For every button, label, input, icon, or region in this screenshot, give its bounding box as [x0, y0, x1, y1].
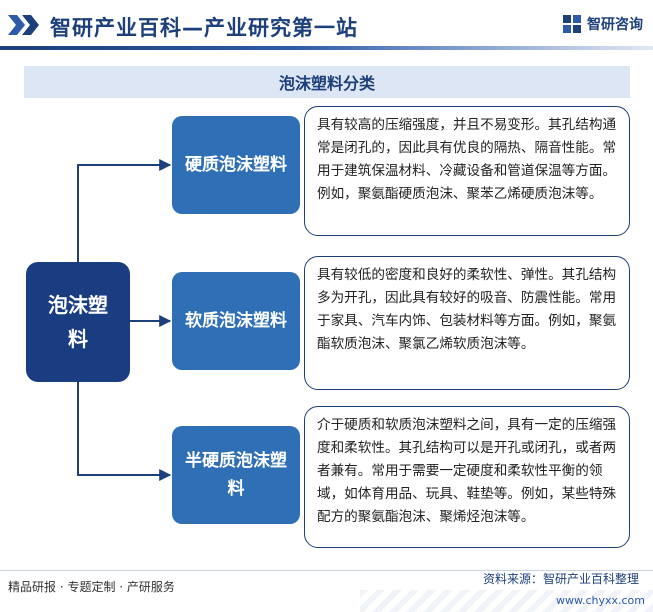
branch-description-semirigid: 介于硬质和软质泡沫塑料之间，具有一定的压缩强度和柔软性。其孔结构可以是开孔或闭孔… [304, 406, 630, 548]
brand-logo-text: 智研咨询 [587, 17, 643, 33]
branch-label: 半硬质泡沫塑料 [185, 451, 287, 499]
footer-services: 精品研报 · 专题定制 · 产研服务 [8, 580, 175, 594]
brand-logo[interactable]: 智研咨询 [562, 14, 643, 34]
page-header: 智研产业百科—产业研究第一站 智研咨询 [0, 0, 653, 52]
header-divider [0, 46, 653, 50]
site-title: 智研产业百科—产业研究第一站 [50, 16, 358, 40]
branch-node-flexible: 软质泡沫塑料 [172, 272, 300, 370]
branch-node-rigid: 硬质泡沫塑料 [172, 116, 300, 214]
chevron-right-icon [8, 15, 39, 35]
diagram-title-bar: 泡沫塑料分类 [24, 66, 630, 98]
site-url-link[interactable]: www.chyxx.com [555, 594, 645, 607]
root-label: 泡沫塑料 [48, 293, 108, 351]
source-note: 资料来源：智研产业百科整理 [482, 572, 639, 586]
footer-decoration [360, 590, 653, 612]
branch-label: 硬质泡沫塑料 [185, 155, 287, 175]
branch-node-semirigid: 半硬质泡沫塑料 [172, 426, 300, 524]
branch-description-rigid: 具有较高的压缩强度，并且不易变形。其孔结构通常是闭孔的，因此具有优良的隔热、隔音… [304, 106, 630, 236]
root-node: 泡沫塑料 [26, 262, 130, 382]
footer-divider [0, 570, 653, 571]
diagram-title: 泡沫塑料分类 [278, 74, 375, 93]
brand-logo-icon [563, 15, 581, 33]
branch-label: 软质泡沫塑料 [185, 311, 287, 331]
branch-description-flexible: 具有较低的密度和良好的柔软性、弹性。其孔结构多为开孔，因此具有较好的吸音、防震性… [304, 256, 630, 390]
